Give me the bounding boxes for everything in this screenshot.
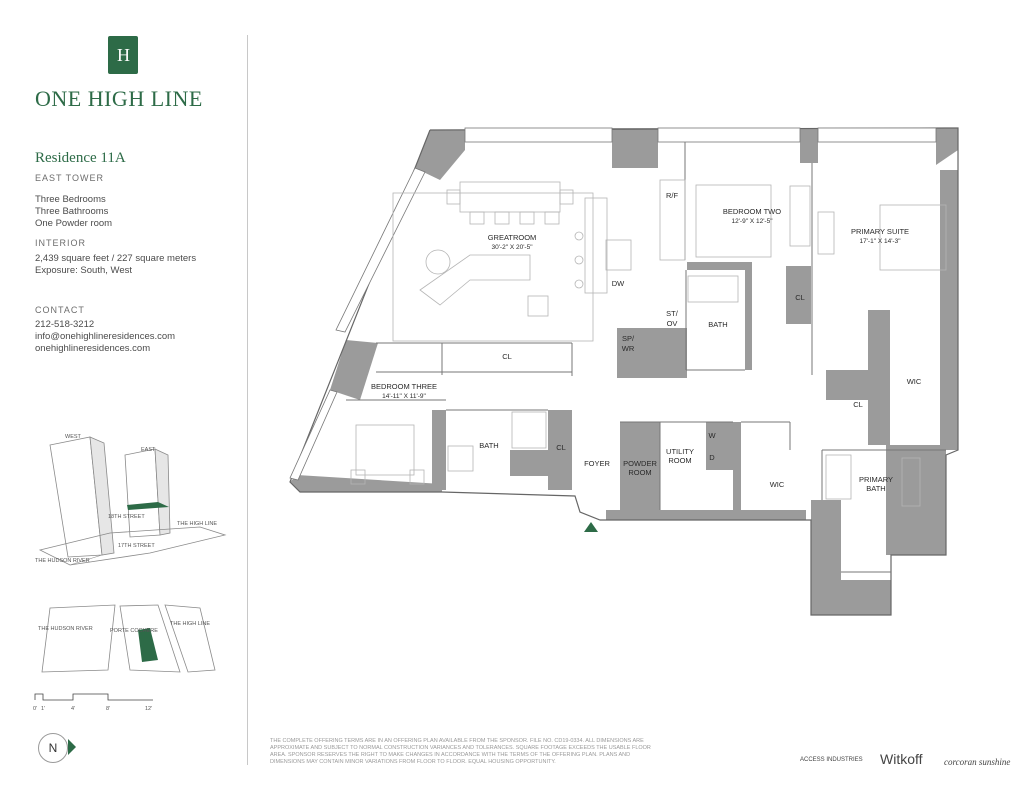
key-label-17th: 17TH STREET [118, 543, 155, 549]
building-key-plan: WEST EAST THE HIGH LINE 18TH STREET 17TH… [35, 434, 227, 566]
tower-label: EAST TOWER [35, 173, 105, 183]
label-w: W [708, 431, 716, 440]
label-primary-suite: PRIMARY SUITE [851, 227, 909, 236]
scale-tick-0: 0' [33, 706, 37, 712]
site-label-hudson: THE HUDSON RIVER [38, 626, 93, 632]
contact-email[interactable]: info@onehighlineresidences.com [35, 331, 176, 342]
label-sp: SP/ [622, 334, 635, 343]
walls [290, 128, 958, 615]
label-dw: DW [612, 279, 625, 288]
site-plan: THE HUDSON RIVER PORTE COCHERE THE HIGH … [38, 604, 216, 673]
label-ov: OV [667, 319, 678, 328]
label-wr: WR [622, 344, 635, 353]
label-cl-1: CL [502, 352, 512, 361]
contact-label: CONTACT [35, 305, 85, 315]
label-powder-room: ROOM [628, 468, 651, 477]
interior-area: 2,439 square feet / 227 square meters [35, 253, 197, 264]
label-bedroom-two: BEDROOM TWO [723, 207, 781, 216]
site-label-highline: THE HIGH LINE [170, 621, 210, 627]
key-label-hudson: THE HUDSON RIVER [35, 558, 90, 564]
scale-tick-1: 1' [41, 706, 45, 712]
rooms-line-3: One Powder room [35, 218, 113, 229]
label-foyer: FOYER [584, 459, 610, 468]
label-bath-1: BATH [708, 320, 727, 329]
label-greatroom: GREATROOM [488, 233, 537, 242]
label-utility-room: ROOM [668, 456, 691, 465]
contact-phone[interactable]: 212-518-3212 [35, 319, 95, 330]
partner-witkoff: Witkoff [880, 751, 923, 767]
dim-bedroom-two: 12'-9" X 12'-5" [731, 218, 773, 225]
label-bath-2: BATH [479, 441, 498, 450]
label-cl-4: CL [853, 400, 863, 409]
north-arrow-icon [68, 739, 76, 755]
residence-title: Residence 11A [35, 150, 126, 166]
panel-divider [247, 35, 248, 765]
rooms-line-2: Three Bathrooms [35, 206, 109, 217]
label-bedroom-three: BEDROOM THREE [371, 382, 437, 391]
label-primary-bath: PRIMARY [859, 475, 893, 484]
scale-tick-12: 12' [145, 706, 152, 712]
label-cl-3: CL [556, 443, 566, 452]
scale-tick-4: 4' [71, 706, 75, 712]
floor-plan: GREATROOM 30'-2" X 20'-5" BEDROOM TWO 12… [289, 127, 959, 616]
scale-tick-8: 8' [106, 706, 110, 712]
dim-primary-suite: 17'-1" X 14'-3" [859, 238, 901, 245]
label-primary-bath-2: BATH [866, 484, 885, 493]
scale-bar: 0' 1' 4' 8' 12' [33, 693, 153, 712]
key-label-east: EAST [141, 447, 156, 453]
label-d: D [709, 453, 715, 462]
label-powder: POWDER [623, 459, 657, 468]
label-wic-2: WIC [770, 480, 785, 489]
dim-greatroom: 30'-2" X 20'-5" [491, 244, 533, 251]
key-label-18th: 18TH STREET [108, 514, 145, 520]
north-compass: N [38, 733, 68, 763]
partner-access-industries: ACCESS INDUSTRIES [800, 757, 863, 763]
site-label-porte: PORTE COCHERE [110, 628, 158, 634]
label-rf: R/F [666, 191, 679, 200]
furniture [350, 179, 947, 507]
key-label-highline: THE HIGH LINE [177, 521, 217, 527]
partner-corcoran: corcoran sunshine [944, 757, 1011, 767]
brand-name: ONE HIGH LINE [35, 86, 203, 111]
label-st: ST/ [666, 309, 679, 318]
label-cl-2: CL [795, 293, 805, 302]
label-wic-1: WIC [907, 377, 922, 386]
logo-monogram: H [108, 36, 138, 74]
interior-exposure: Exposure: South, West [35, 265, 132, 276]
interior-label: INTERIOR [35, 238, 87, 248]
key-label-west: WEST [65, 434, 82, 440]
legal-footnote: THE COMPLETE OFFERING TERMS ARE IN AN OF… [270, 738, 651, 765]
entry-arrow-icon [584, 522, 598, 532]
label-utility: UTILITY [666, 447, 694, 456]
contact-website[interactable]: onehighlineresidences.com [35, 343, 151, 354]
dim-bedroom-three: 14'-11" X 11'-9" [382, 393, 426, 400]
rooms-line-1: Three Bedrooms [35, 194, 106, 205]
